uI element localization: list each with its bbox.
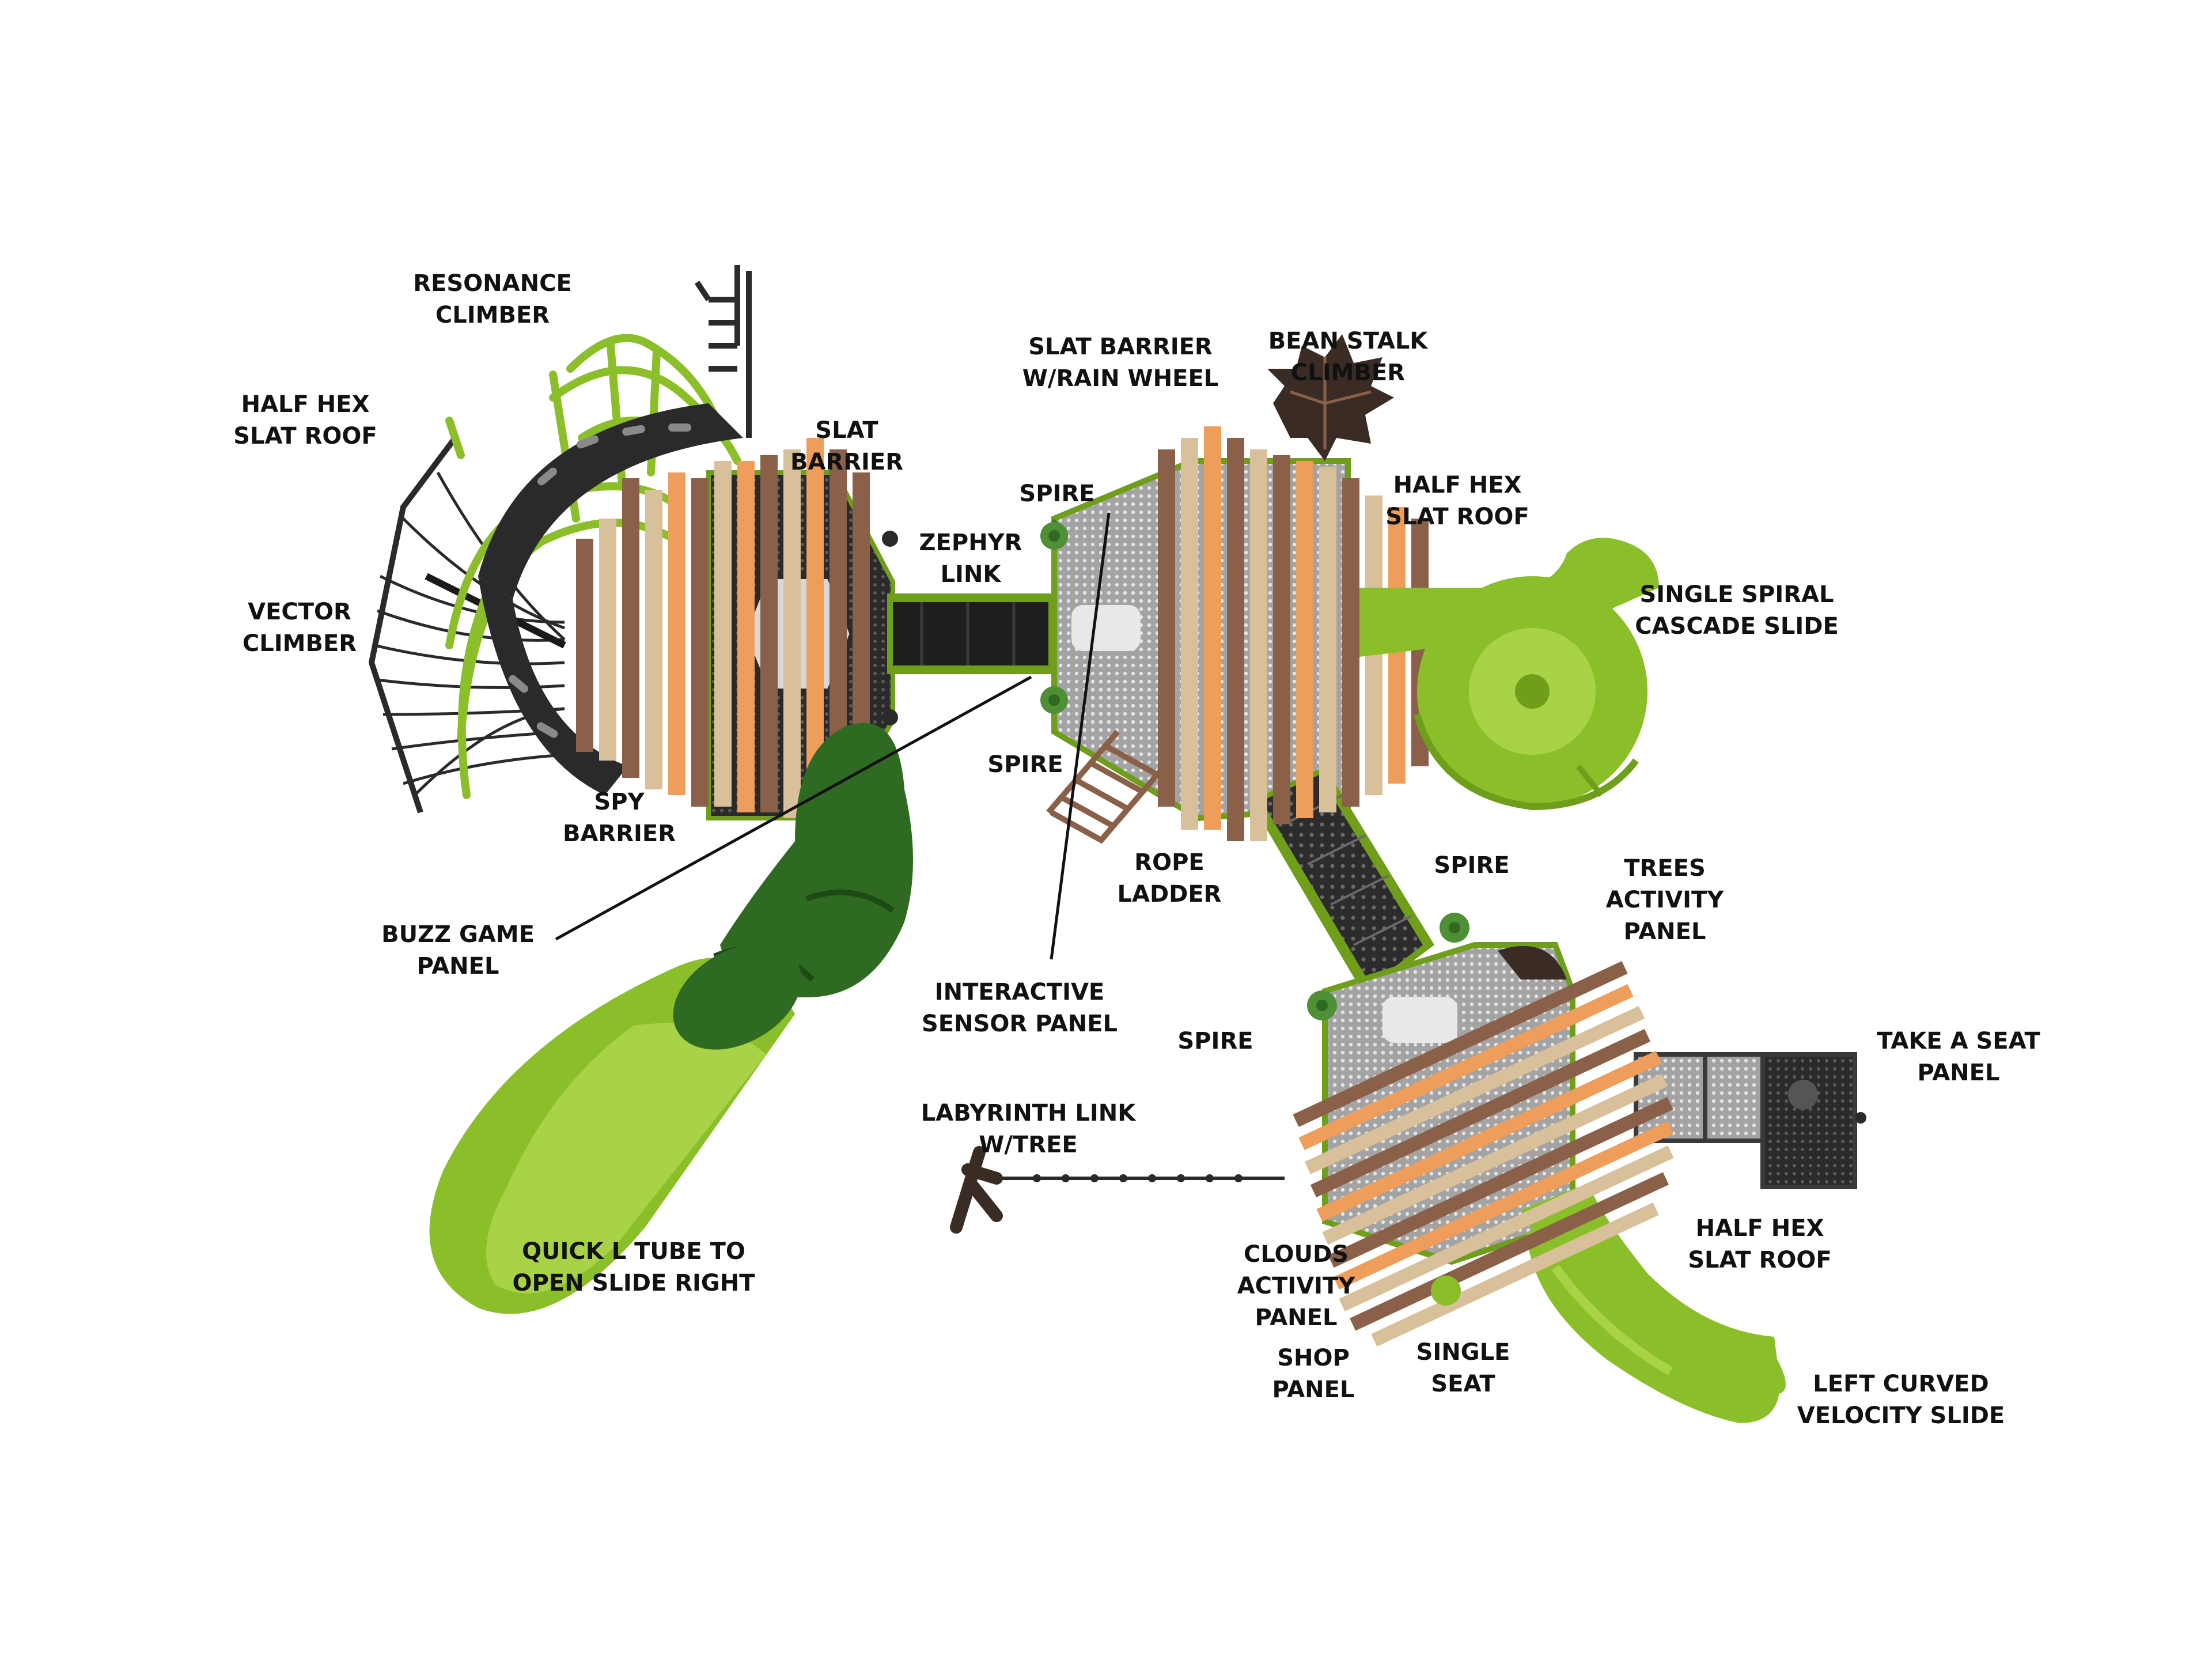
buzz-game-arch bbox=[478, 403, 743, 795]
label-spire: SPIRE bbox=[987, 751, 1063, 778]
spire-icon bbox=[1040, 519, 1068, 550]
zephyr-link-bridge bbox=[887, 593, 1054, 674]
single-spiral-cascade-slide bbox=[1359, 538, 1659, 811]
single-seat bbox=[1431, 1276, 1461, 1306]
half-hex-slat-roof-right bbox=[1293, 960, 1674, 1347]
labyrinth-link-tree bbox=[950, 1146, 1285, 1234]
vector-climber bbox=[368, 436, 566, 814]
spire-icon bbox=[1307, 990, 1337, 1020]
spire-icon bbox=[1040, 686, 1068, 714]
quick-l-tube-slide bbox=[429, 723, 913, 1314]
bean-stalk-climber bbox=[1267, 334, 1394, 461]
take-a-seat-deck bbox=[1634, 1052, 1866, 1189]
label-spire: SPIRE bbox=[1177, 1028, 1253, 1054]
spire-icon bbox=[1440, 913, 1469, 943]
callout-line-buzz-game bbox=[555, 675, 1032, 941]
left-posts bbox=[694, 265, 752, 438]
label-spire: SPIRE bbox=[1434, 852, 1510, 879]
callout-line-sensor-panel bbox=[1050, 512, 1111, 960]
label-spire: SPIRE bbox=[1019, 481, 1095, 507]
